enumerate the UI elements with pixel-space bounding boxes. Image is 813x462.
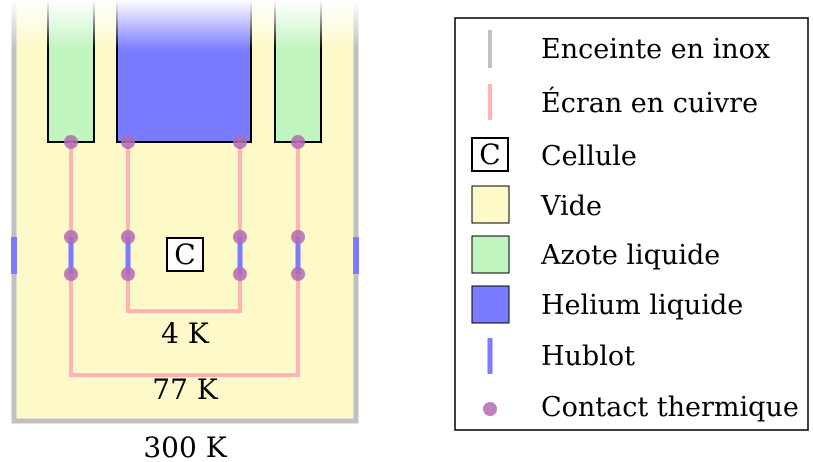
thermal-contact	[291, 230, 305, 244]
legend-label-nitrogen: Azote liquide	[540, 240, 720, 271]
legend-nitrogen-symbol	[471, 235, 510, 274]
thermal-contact	[64, 230, 78, 244]
temperature-label-4k: 4 K	[161, 317, 210, 350]
steel-enclosure	[11, 0, 359, 424]
legend-label-steel: Enceinte en inox	[541, 34, 770, 65]
thermal-contact	[233, 135, 247, 149]
legend-contact-symbol	[483, 402, 497, 416]
top-fade	[0, 0, 370, 50]
thermal-contact	[291, 267, 305, 281]
thermal-contact	[64, 135, 78, 149]
legend-label-contact: Contact thermique	[541, 392, 799, 423]
legend-helium-symbol	[471, 285, 510, 324]
temperature-label-300k: 300 K	[143, 431, 227, 462]
thermal-contact	[121, 267, 135, 281]
cell-box	[166, 237, 204, 272]
thermal-contact	[64, 267, 78, 281]
legend-cell-letter: C	[479, 138, 500, 171]
legend-cell-symbol	[471, 137, 509, 172]
thermal-contact	[233, 267, 247, 281]
legend-label-window: Hublot	[541, 341, 635, 372]
copper-screen-4k	[126, 142, 242, 313]
legend-label-copper: Écran en cuivre	[541, 86, 758, 119]
thermal-contact	[291, 135, 305, 149]
legend-label-helium: Helium liquide	[541, 290, 743, 321]
thermal-contact	[233, 230, 247, 244]
thermal-contact	[121, 135, 135, 149]
thermal-contact	[121, 230, 135, 244]
cell-label: C	[174, 238, 195, 271]
legend-frame	[454, 17, 809, 431]
legend: Enceinte en inox Écran en cuivre C Cellu…	[454, 17, 809, 431]
legend-vacuum-symbol	[471, 185, 510, 224]
legend-label-cell: Cellule	[541, 141, 637, 172]
temperature-label-77k: 77 K	[152, 373, 219, 406]
legend-label-vacuum: Vide	[540, 191, 602, 222]
